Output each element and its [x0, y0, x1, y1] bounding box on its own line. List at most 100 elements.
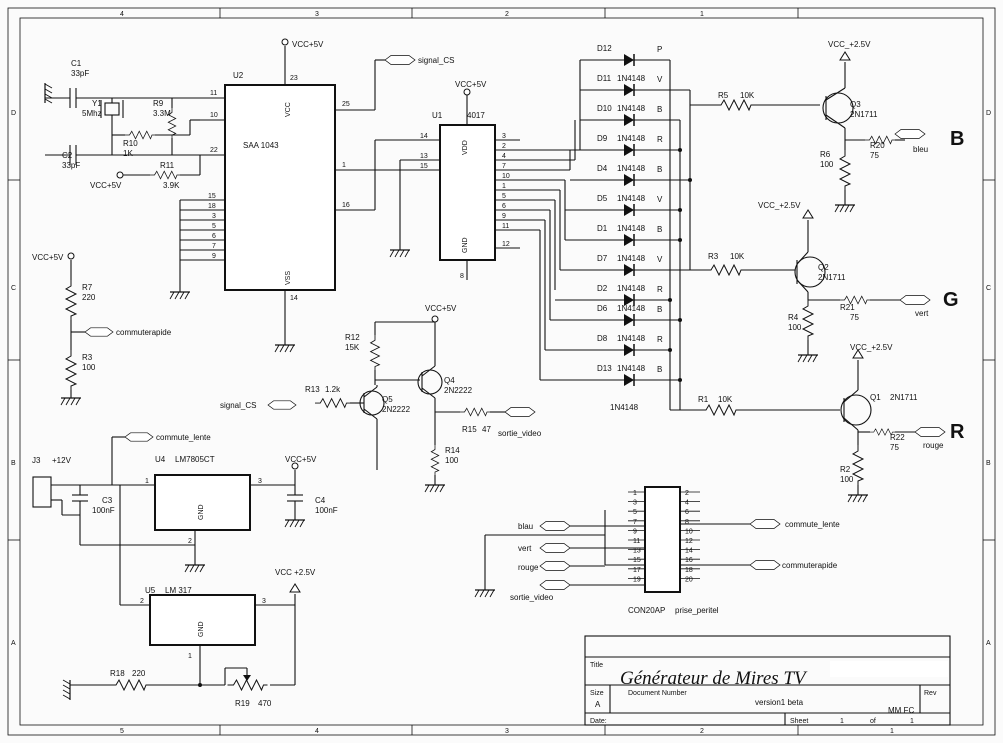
diode-d10 [609, 113, 651, 127]
vert-label: vert [915, 309, 929, 318]
commuterapide-port [84, 327, 114, 337]
r15-ref: R15 [462, 425, 477, 434]
q2-ref: Q2 [818, 263, 829, 272]
u2-vcc-label: VCC [285, 102, 292, 117]
diode-d6 [609, 313, 651, 327]
border-row-label: A [986, 640, 991, 647]
d13-value-2: 1N4148 [610, 403, 639, 412]
r12-value: 15K [345, 343, 360, 352]
q2-value: 2N1711 [818, 273, 846, 282]
vcc25-symbol [289, 583, 301, 593]
q3-ref: Q3 [850, 100, 861, 109]
oscillator-section: C1 33pF C2 33pF Y1 5Mhz R9 3.3M R10 1K V… [44, 59, 225, 190]
r3-ref: R3 [708, 252, 719, 261]
document-number-label: Document Number [628, 690, 687, 697]
connector-pin: 18 [685, 567, 693, 574]
r6-ref: R6 [820, 150, 831, 159]
r7-value: 220 [82, 293, 96, 302]
vcc25-symbol [839, 51, 851, 61]
diode-d5 [609, 203, 651, 217]
output-red: R1 10K VCC_+2.5V Q1 2N1711 R2 100 R22 75… [670, 343, 965, 503]
blau-label: blau [518, 522, 533, 531]
u2-pin: 15 [208, 193, 216, 200]
border-row-label: B [986, 460, 991, 467]
output-b-label: B [950, 128, 964, 150]
vcc5-label: VCC+5V [425, 304, 457, 313]
commuterapide-label-2: commuterapide [782, 561, 838, 570]
diode-value: 1N4148 [617, 364, 646, 373]
sheet-border: 4 3 2 1 5 4 3 2 1 D C B A D C B A [7, 7, 996, 736]
title-label: Title [590, 662, 603, 669]
border-row-label: C [986, 285, 991, 292]
u1-pin: 10 [502, 173, 510, 180]
size-value: A [595, 700, 601, 709]
connector-pin: 8 [685, 519, 689, 526]
u2-pin: 3 [212, 213, 216, 220]
u1-pin: 15 [420, 163, 428, 170]
of-value: 1 [910, 718, 914, 725]
connector-pin: 11 [633, 538, 640, 545]
ground-symbol [474, 589, 496, 598]
border-col-label: 1 [700, 11, 704, 18]
u4-pin: 1 [145, 478, 149, 485]
border-col-label: 4 [315, 728, 319, 735]
diode-d4 [609, 173, 651, 187]
ground-symbol [389, 249, 411, 258]
rouge-label-2: rouge [518, 563, 539, 572]
r14-value: 100 [445, 456, 459, 465]
r22-ref: R22 [890, 433, 905, 442]
vert-port [899, 295, 931, 305]
r10-ref: R10 [123, 139, 138, 148]
connector-pin: 4 [685, 500, 689, 507]
diode-d11 [609, 83, 651, 97]
r7-resistor [65, 279, 77, 321]
ground-symbol [62, 679, 71, 701]
diode-value: 1N4148 [617, 334, 646, 343]
ground-symbol [274, 344, 296, 353]
con20ap-name: CON20AP [628, 606, 665, 615]
c2-ref: C2 [62, 151, 73, 160]
rouge-port [914, 427, 946, 437]
connector-pin: 5 [633, 509, 637, 516]
r21-value: 75 [850, 313, 859, 322]
c1-value: 33pF [71, 69, 89, 78]
ground-symbol [184, 564, 206, 573]
j3-connector [32, 476, 52, 508]
r1-value: 10K [718, 395, 733, 404]
ground-symbol [44, 82, 53, 104]
r2-ref: R2 [840, 465, 851, 474]
ground-symbol [797, 354, 819, 363]
diode-ref: D9 [597, 134, 608, 143]
vcc5-symbol [67, 252, 75, 260]
u1-pin: 2 [502, 143, 506, 150]
r19-ref: R19 [235, 699, 250, 708]
u5-pin: 1 [188, 653, 192, 660]
diode-ref: D5 [597, 194, 608, 203]
connector-pin: 7 [633, 519, 637, 526]
u4-pin: 3 [258, 478, 262, 485]
u2-pin: 9 [212, 253, 216, 260]
connector-pin: 1 [633, 490, 637, 497]
r5-ref: R5 [718, 91, 729, 100]
u1-pin: 13 [420, 153, 428, 160]
r12-resistor [370, 334, 380, 371]
r4-resistor [802, 299, 814, 341]
connector-pin: 15 [633, 557, 641, 564]
vcc5-symbol [463, 88, 471, 96]
diode-value: 1N4148 [617, 224, 646, 233]
j3-value: +12V [52, 456, 72, 465]
c2-value: 33pF [62, 161, 80, 170]
diode-color-code: R [657, 335, 663, 344]
ic-u1: U1 4017 VDD GND VCC+5V 8 14 13 15 3 2 4 … [389, 80, 580, 280]
border-row-label: C [11, 285, 16, 292]
connector-pin: 3 [633, 500, 637, 507]
diode-color-code: V [657, 195, 663, 204]
vcc5-symbol [116, 171, 124, 179]
c4-ref: C4 [315, 496, 326, 505]
connector-pin: 16 [685, 557, 693, 564]
vcc5-symbol [431, 315, 439, 323]
diode-color-code: B [657, 165, 662, 174]
